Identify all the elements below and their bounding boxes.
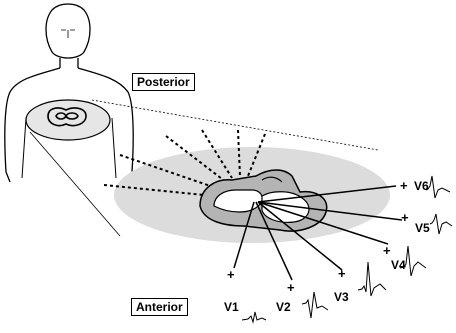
lead-v2-plus: + — [287, 282, 295, 294]
projection-line-bottom — [30, 132, 120, 236]
lead-v1-label: V1 — [224, 301, 239, 313]
lead-v1-plus: + — [227, 269, 235, 281]
ecg-v1 — [242, 312, 266, 322]
lead-v3-label: V3 — [334, 291, 349, 303]
lead-v3-plus: + — [338, 268, 346, 280]
neck — [60, 58, 78, 68]
anterior-label: Anterior — [131, 298, 188, 316]
ecg-v6 — [426, 176, 450, 198]
ecg-v3 — [358, 262, 386, 296]
face-features — [61, 30, 75, 38]
posterior-label: Posterior — [132, 73, 195, 91]
lead-v5-label: V5 — [415, 222, 430, 234]
ecg-v2 — [302, 292, 328, 318]
lead-v5-plus: + — [401, 212, 409, 224]
lead-v6-plus: + — [400, 180, 408, 192]
lead-v4-label: V4 — [391, 259, 406, 271]
lead-v2-label: V2 — [276, 301, 291, 313]
chest-section — [26, 100, 110, 140]
projection-line-top — [92, 100, 378, 150]
lead-v4-plus: + — [383, 245, 391, 257]
torso-figure — [5, 4, 133, 182]
lead-v6-label: V6 — [414, 180, 429, 192]
ecg-v5 — [430, 214, 452, 234]
